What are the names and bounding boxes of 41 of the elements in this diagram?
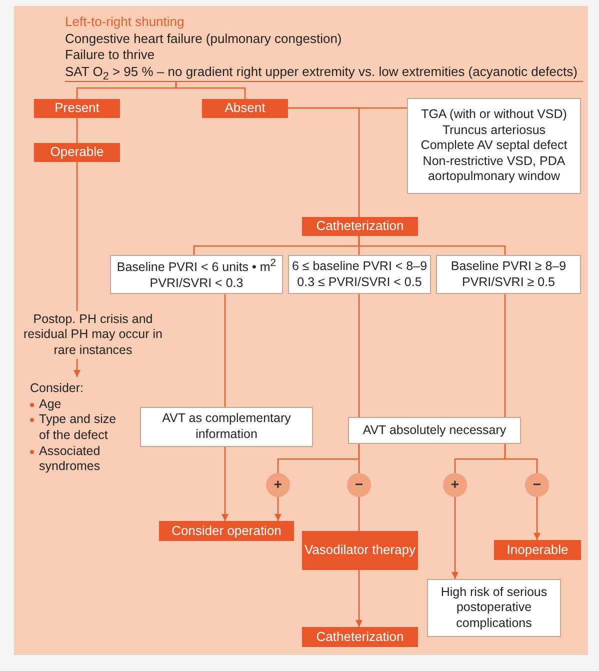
heading-text: Left-to-right shunting <box>65 14 184 31</box>
connector-line <box>224 294 226 407</box>
criteria-text: Congestive heart failure (pulmonary congestion) <box>65 30 342 48</box>
list-heading: Consider: <box>30 381 84 397</box>
note-text: Postop. PH crisis and residual PH may occur in rare instances <box>22 312 164 358</box>
connector-line <box>504 444 538 473</box>
process-box: Absent <box>202 99 288 118</box>
connector-line <box>358 444 360 473</box>
connector-line <box>76 162 78 311</box>
process-box: Consider operation <box>159 521 294 541</box>
list-item: Age <box>30 396 62 412</box>
connector-line <box>76 118 78 143</box>
info-box: TGA (with or without VSD) Truncus arteriosus Complete AV septal defect Non-restrictive VSD, PDA aortopulmonary window <box>407 98 581 194</box>
process-box: Inoperable <box>494 540 581 560</box>
list-item: Type and size of the defect <box>30 412 124 444</box>
criteria-text: Failure to thrive <box>65 47 155 64</box>
info-box: Baseline PVRI ≥ 8–9 PVRI/SVRI ≥ 0.5 <box>436 255 581 294</box>
arrow <box>74 359 80 377</box>
connector-line <box>358 497 360 531</box>
criteria-text: SAT O$_{2}$ > 95 % – no gradient right upper extremity vs. low extremities (acyanotic defects) <box>65 64 578 84</box>
arrow <box>222 447 228 521</box>
connector-line <box>358 294 360 417</box>
process-box: Catheterization <box>302 217 418 236</box>
info-box: AVT as complementary information <box>140 407 313 447</box>
info-box: AVT absolutely necessary <box>348 417 521 444</box>
arrow <box>534 497 540 540</box>
info-box: 6 ≤ baseline PVRI < 8–9 0.3 ≤ PVRI/SVRI < 0.5 <box>288 255 431 294</box>
process-box: Operable <box>34 143 120 162</box>
arrow <box>452 497 458 579</box>
process-box: Present <box>34 99 120 118</box>
list-item: Associated syndromes <box>30 444 124 475</box>
connector-line <box>288 107 360 217</box>
process-box: Vasodilator therapy <box>302 531 418 570</box>
info-box: Baseline PVRI < 6 units • m$^{2}$ PVRI/SVRI < 0.3 <box>110 255 283 294</box>
connector-line <box>175 82 246 99</box>
arrow <box>274 497 282 521</box>
arrow <box>356 570 362 627</box>
process-box: Catheterization <box>302 627 418 647</box>
connector-line <box>504 294 506 417</box>
connector-line <box>358 236 506 255</box>
info-box: High risk of serious postoperative complications <box>427 579 561 637</box>
